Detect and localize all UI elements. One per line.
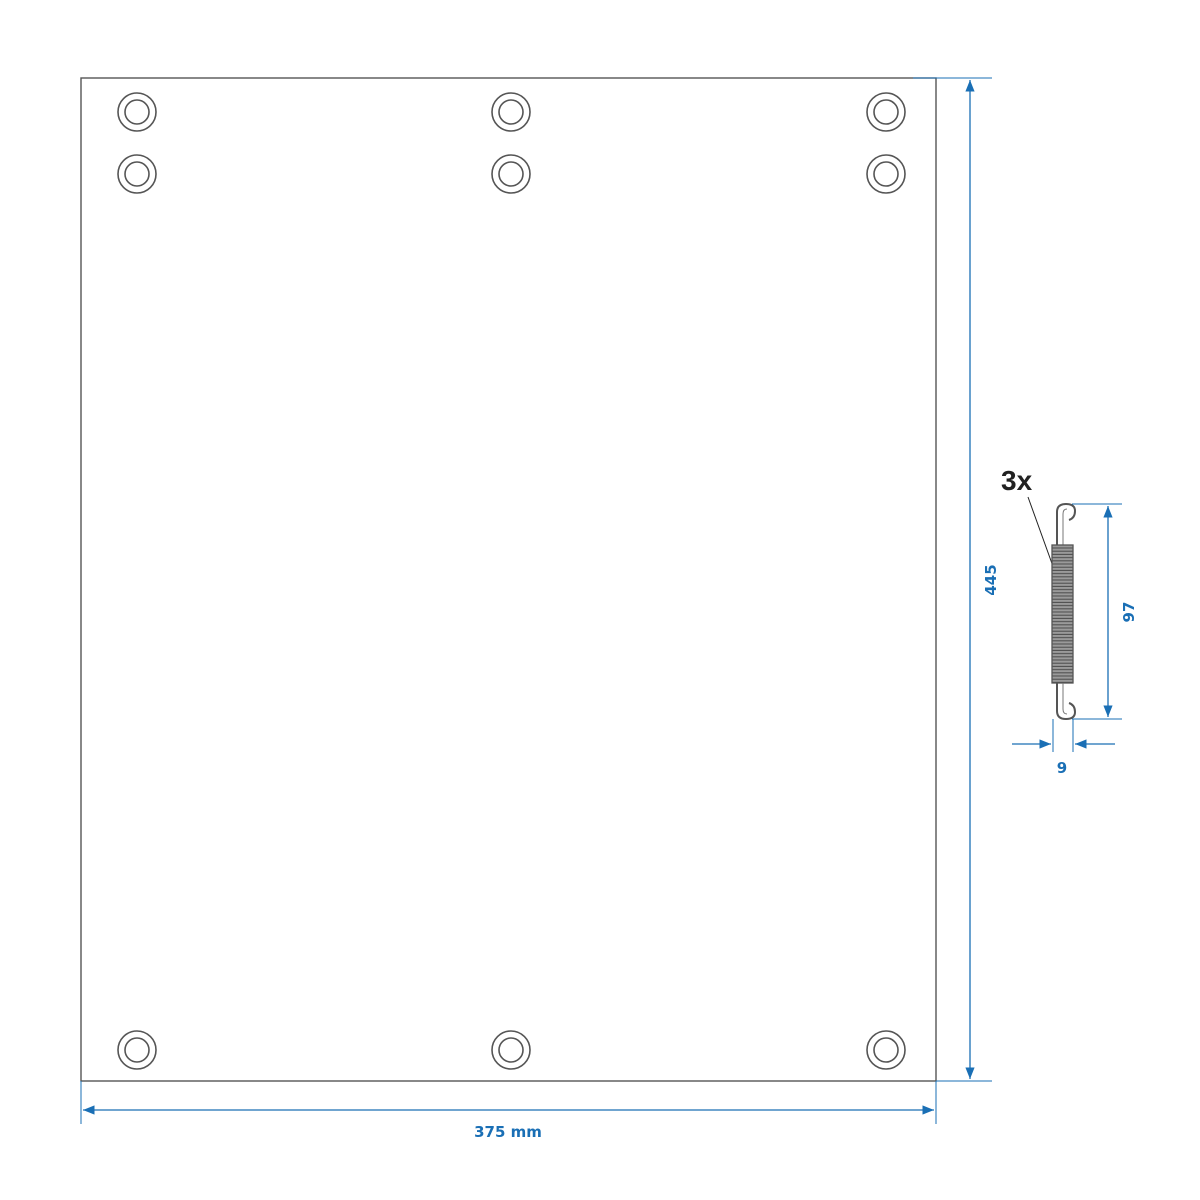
eyelet	[491, 92, 531, 132]
spring-coil	[1051, 544, 1074, 684]
spring-detail: 3x 97 9	[1001, 465, 1138, 777]
eyelet	[491, 154, 531, 194]
eyelet	[866, 154, 906, 194]
eyelets	[117, 92, 906, 1070]
spring-diameter-dimension: 9	[1012, 719, 1115, 777]
spring-diameter-label: 9	[1057, 759, 1067, 777]
eyelet	[117, 92, 157, 132]
spring-quantity-label: 3x	[1001, 465, 1033, 496]
width-label: 375 mm	[474, 1123, 542, 1141]
height-label: 445	[982, 564, 1000, 595]
spring-length-label: 97	[1120, 602, 1138, 623]
height-dimension: 445	[913, 77, 1000, 1082]
eyelet	[117, 154, 157, 194]
flap-panel	[80, 77, 937, 1082]
eyelet	[866, 92, 906, 132]
eyelet	[491, 1030, 531, 1070]
spring-length-dimension: 97	[1072, 503, 1138, 720]
eyelet	[117, 1030, 157, 1070]
eyelet	[866, 1030, 906, 1070]
spring-drawing	[1051, 502, 1077, 721]
width-dimension: 375 mm	[80, 1081, 937, 1141]
